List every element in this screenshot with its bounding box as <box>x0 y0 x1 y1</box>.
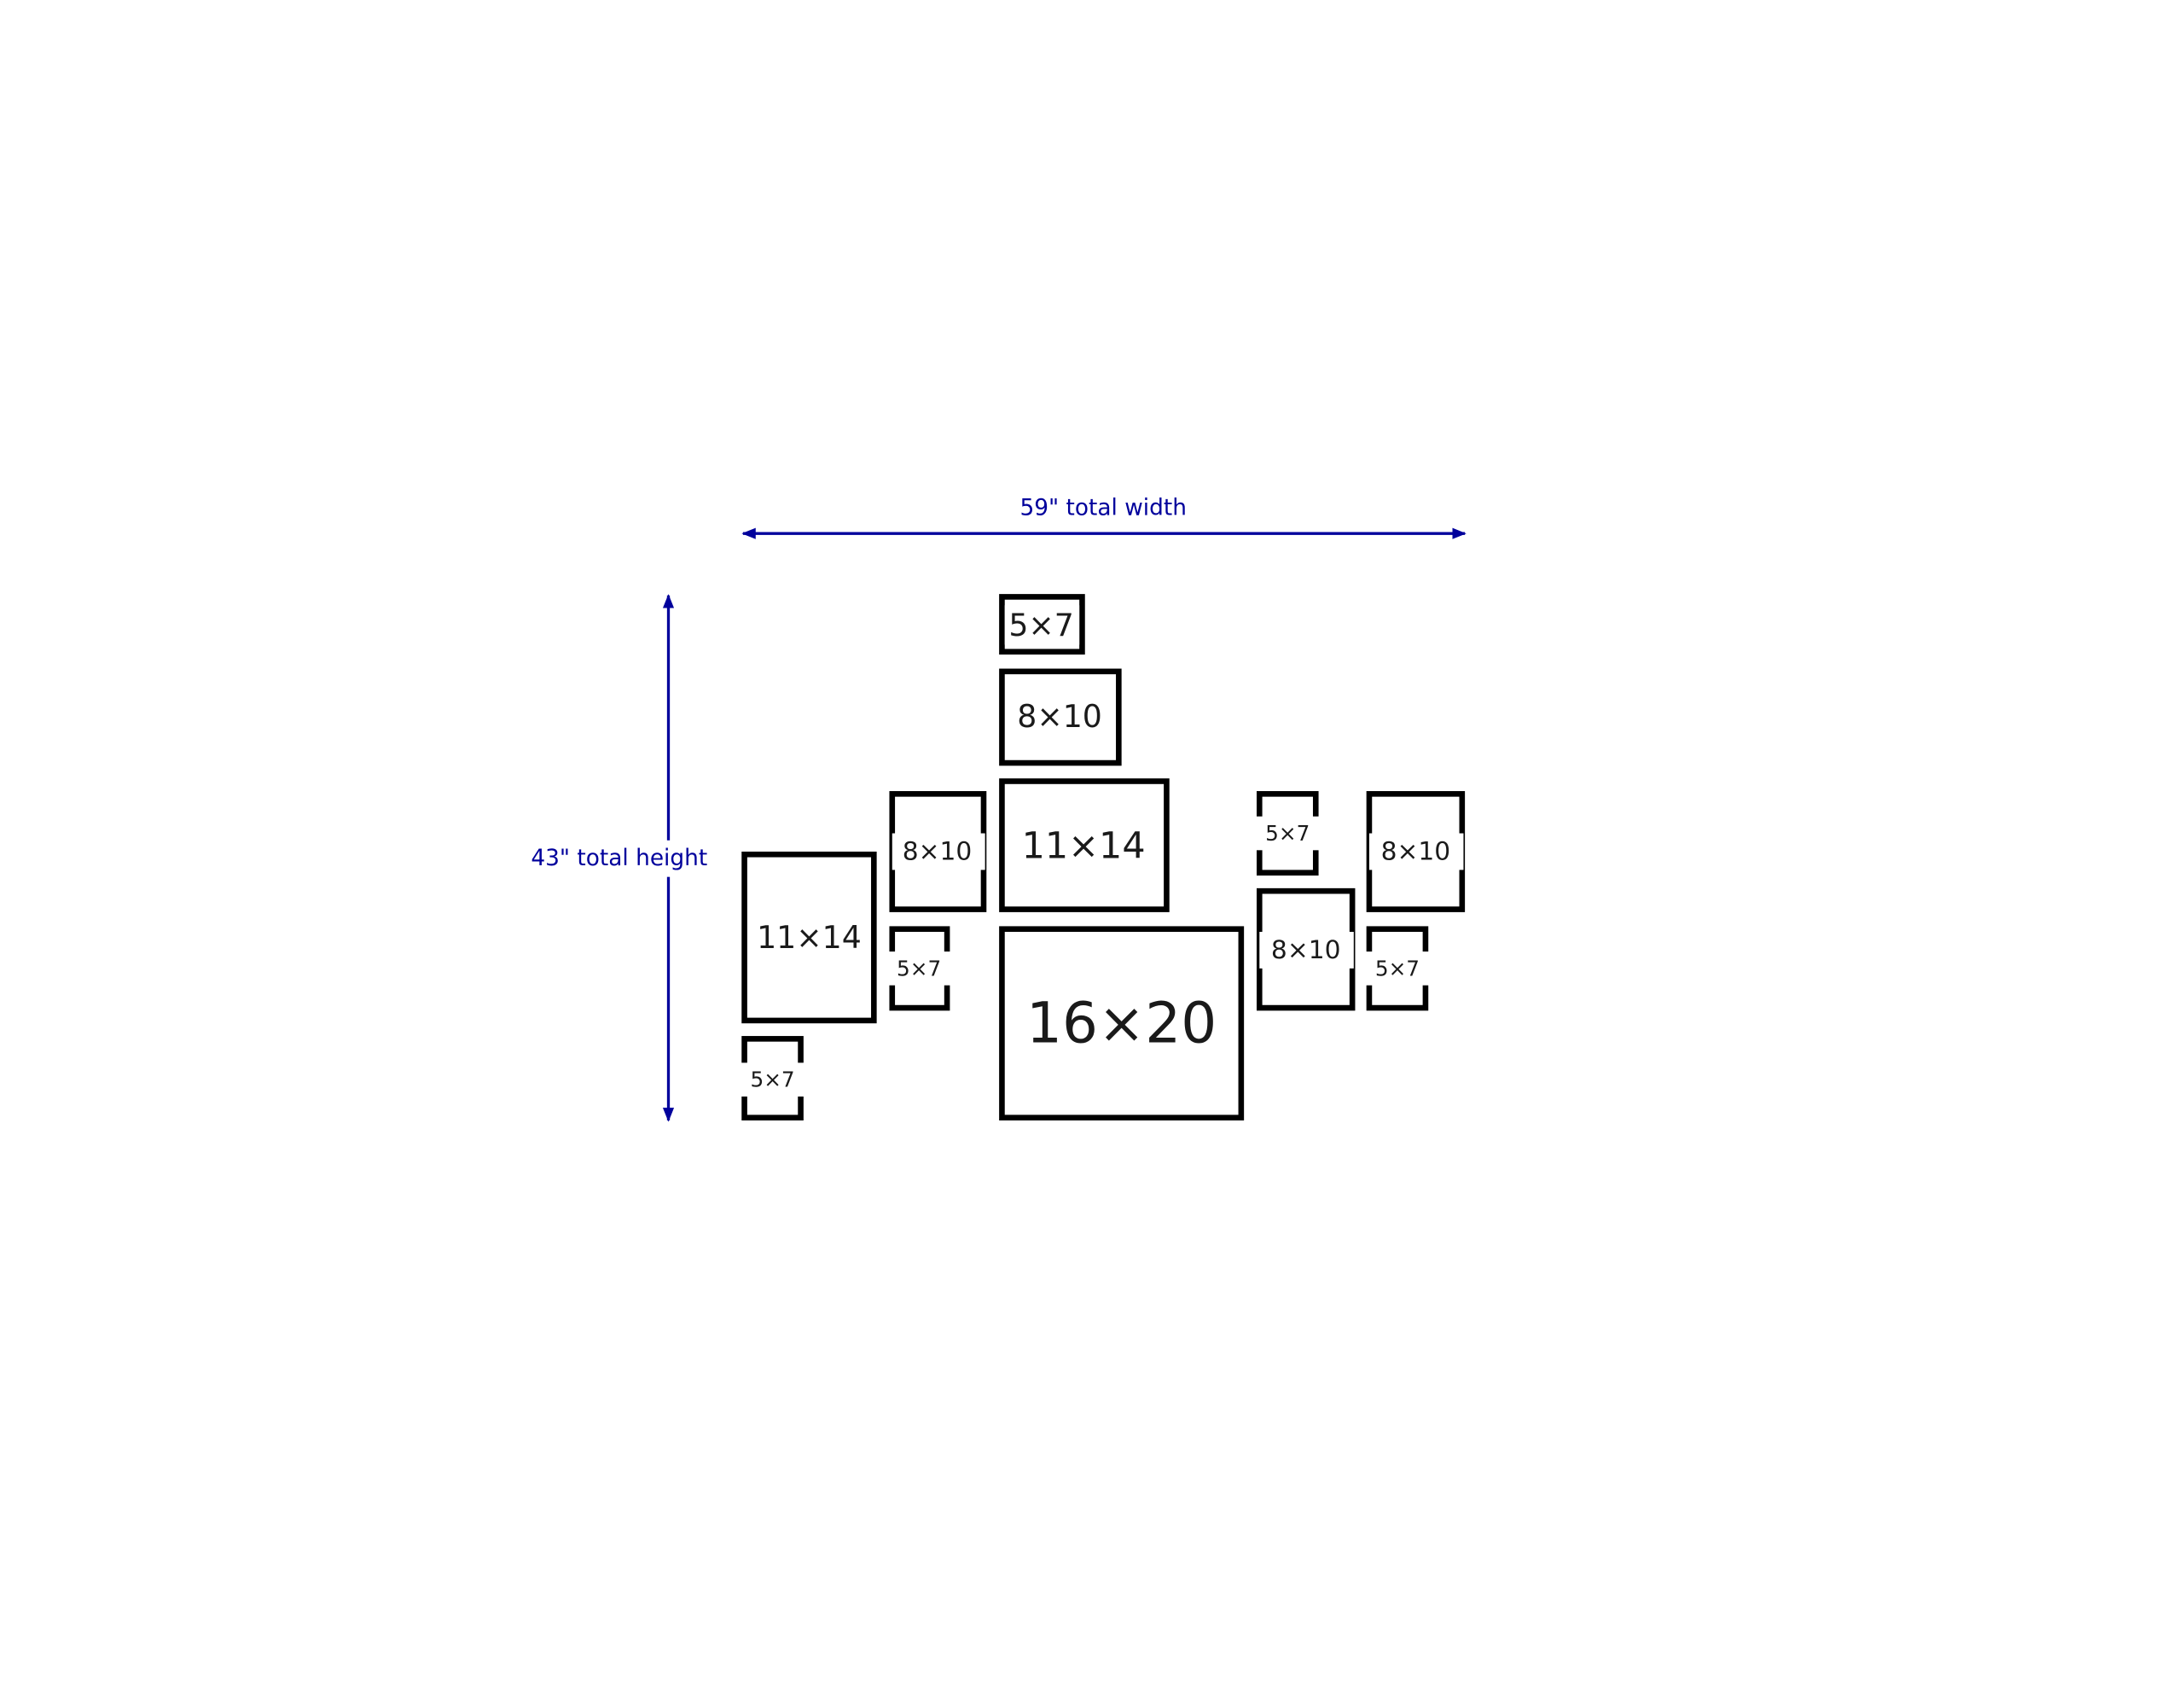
frame-8x10-far-right: 8×10 <box>1366 791 1466 912</box>
frame-5x7-right-top: 5×7 <box>1253 791 1321 876</box>
frame-label: 8×10 <box>903 836 973 866</box>
frame-label: 8×10 <box>1381 836 1451 866</box>
frame-8x10-left: 8×10 <box>889 791 987 912</box>
frame-label: 8×10 <box>1271 935 1341 965</box>
frame-8x10-right-middle: 8×10 <box>1256 887 1356 1011</box>
frame-label: 5×7 <box>750 1068 794 1092</box>
frame-11x14-left: 11×14 <box>741 851 877 1024</box>
frame-label: 8×10 <box>1017 698 1102 735</box>
frame-label: 16×20 <box>1026 991 1217 1056</box>
frame-5x7-top: 5×7 <box>999 594 1085 655</box>
frame-label: 5×7 <box>1265 821 1310 846</box>
frame-label: 5×7 <box>897 956 941 980</box>
frame-8x10-top: 8×10 <box>999 668 1122 766</box>
total-width-dimension: 59" total width <box>741 496 1467 539</box>
height-label: 43" total height <box>531 846 707 871</box>
width-label: 59" total width <box>1019 496 1186 521</box>
frame-label: 5×7 <box>1375 956 1420 980</box>
frame-5x7-left: 5×7 <box>886 926 955 1011</box>
total-height-dimension: 43" total height <box>531 594 707 1122</box>
frame-16x20-center: 16×20 <box>999 926 1245 1121</box>
frame-5x7-far-right: 5×7 <box>1363 926 1432 1011</box>
frame-5x7-bottom-left: 5×7 <box>738 1036 807 1121</box>
frame-label: 5×7 <box>1008 607 1074 643</box>
frame-label: 11×14 <box>1022 824 1146 867</box>
frame-label: 11×14 <box>757 919 862 956</box>
frame-11x14-center: 11×14 <box>999 778 1170 912</box>
